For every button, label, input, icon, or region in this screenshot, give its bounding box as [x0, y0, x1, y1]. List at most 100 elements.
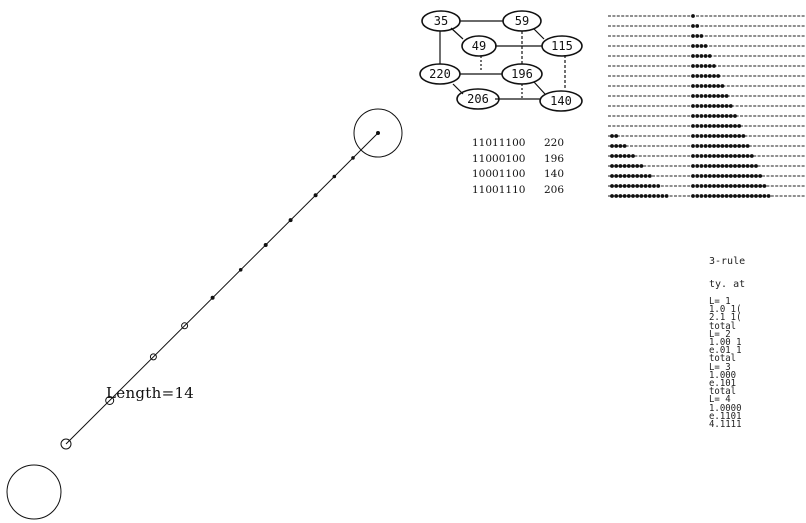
cube-edge [450, 27, 464, 40]
pattern-cell [707, 84, 712, 88]
pattern-cell [712, 164, 716, 168]
pattern-cell [720, 154, 725, 158]
end-circle [353, 108, 403, 158]
stats-line: total [709, 386, 737, 398]
trajectory-point [105, 396, 115, 405]
pattern-cell [691, 154, 695, 158]
pattern-cell [724, 94, 729, 98]
pattern-cell [622, 164, 627, 168]
pattern-cell [712, 84, 716, 88]
pattern-cell [712, 94, 716, 98]
pattern-cell [741, 194, 746, 198]
pattern-cell [707, 164, 712, 168]
rule-bits: 10001100 [472, 168, 526, 180]
pattern-cell [626, 154, 631, 158]
stats-line: 1.00 1 [709, 337, 742, 349]
pattern-cell [737, 164, 742, 168]
pattern-cell [691, 44, 695, 48]
pattern-cell [656, 194, 661, 198]
pattern-cell [707, 54, 712, 58]
stats-line: 1.000 [709, 370, 737, 382]
stats-line: L= 1 [709, 296, 731, 308]
pattern-cell [610, 134, 614, 138]
pattern-cell [703, 124, 708, 128]
pattern-cell [614, 174, 619, 178]
pattern-cell [754, 174, 758, 178]
pattern-cell [618, 144, 623, 148]
trajectory-point [351, 156, 355, 160]
pattern-cell [741, 164, 746, 168]
pattern-cell [712, 104, 716, 108]
pattern-cell [712, 194, 716, 198]
pattern-cell [691, 194, 695, 198]
pattern-cell [716, 84, 721, 88]
stats-subtitle: ty. at [709, 279, 746, 290]
pattern-cell [707, 174, 712, 178]
pattern-cell [691, 84, 695, 88]
pattern-cell [699, 114, 704, 118]
rule-number: 220 [544, 137, 565, 149]
pattern-cell [664, 194, 669, 198]
pattern-cell [728, 114, 733, 118]
trajectory-point [313, 193, 318, 198]
pattern-cell [610, 194, 614, 198]
pattern-cell [720, 174, 725, 178]
pattern-cell [695, 44, 700, 48]
pattern-cell [695, 124, 700, 128]
pattern-cell [631, 154, 635, 158]
pattern-cell [749, 174, 754, 178]
stats-line: 2.1 1( [709, 313, 742, 324]
trajectory-point [288, 218, 293, 223]
pattern-cell [707, 144, 712, 148]
rule-row: 11011100 220 [472, 136, 574, 152]
pattern-cell [691, 144, 695, 148]
pattern-cell [728, 134, 733, 138]
pattern-cell [766, 194, 771, 198]
stats-line: total [709, 354, 737, 365]
pattern-cell [622, 154, 627, 158]
rule-row: 11000100 196 [472, 152, 574, 168]
pattern-cell [610, 174, 614, 178]
pattern-cell [622, 194, 627, 198]
pattern-cell [699, 184, 704, 188]
pattern-cell [639, 194, 644, 198]
pattern-cell [762, 184, 767, 188]
pattern-cell [635, 164, 640, 168]
pattern-cell [626, 174, 631, 178]
pattern-cell [703, 74, 708, 78]
pattern-cell [691, 134, 695, 138]
pattern-cell [707, 104, 712, 108]
node-206-label: 206 [467, 92, 489, 106]
pattern-cell [695, 184, 700, 188]
pattern-cell [695, 34, 700, 38]
pattern-cell [614, 184, 619, 188]
pattern-cell [622, 184, 627, 188]
pattern-cell [745, 164, 750, 168]
pattern-cell [699, 124, 704, 128]
pattern-cell [716, 154, 721, 158]
node-59-label: 59 [515, 14, 529, 28]
pattern-cell [720, 104, 725, 108]
pattern-cell [716, 104, 721, 108]
pattern-cell [733, 134, 737, 138]
pattern-cell [733, 124, 737, 128]
stats-line: e.101 [709, 378, 737, 390]
pattern-cell [703, 154, 708, 158]
pattern-cell [733, 184, 737, 188]
pattern-cell [618, 164, 623, 168]
pattern-cell [691, 174, 695, 178]
node-196-label: 196 [511, 67, 533, 81]
pattern-cell [691, 104, 695, 108]
pattern-cell [716, 144, 721, 148]
node-115-label: 115 [551, 39, 573, 53]
rule-number: 196 [544, 152, 565, 165]
pattern-cell [699, 194, 704, 198]
pattern-cell [716, 134, 721, 138]
pattern-cell [707, 94, 712, 98]
pattern-cell [712, 134, 716, 138]
node-140-ellipse [539, 90, 583, 112]
pattern-cell [728, 144, 733, 148]
pattern-cell [712, 184, 716, 188]
cube-edge [533, 81, 546, 95]
pattern-cell [728, 154, 733, 158]
